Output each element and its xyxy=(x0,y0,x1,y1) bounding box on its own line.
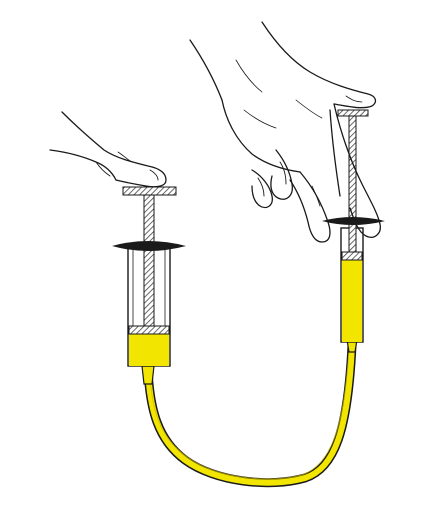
left-finger xyxy=(50,112,166,187)
small-syringe xyxy=(322,110,385,352)
small-syringe-fluid xyxy=(342,260,362,342)
large-syringe-nozzle xyxy=(142,366,154,384)
small-syringe-plunger-rod xyxy=(349,116,356,252)
large-syringe-piston xyxy=(129,326,169,334)
large-syringe-thumb-plate xyxy=(123,187,176,195)
connecting-tube xyxy=(148,345,352,483)
large-syringe-flange xyxy=(112,241,186,251)
large-syringe xyxy=(112,187,186,384)
small-syringe-top-plate xyxy=(338,110,368,116)
small-syringe-piston xyxy=(342,252,362,260)
large-syringe-plunger-rod xyxy=(144,195,154,326)
tube-outline xyxy=(148,345,352,483)
large-syringe-fluid xyxy=(129,333,169,366)
